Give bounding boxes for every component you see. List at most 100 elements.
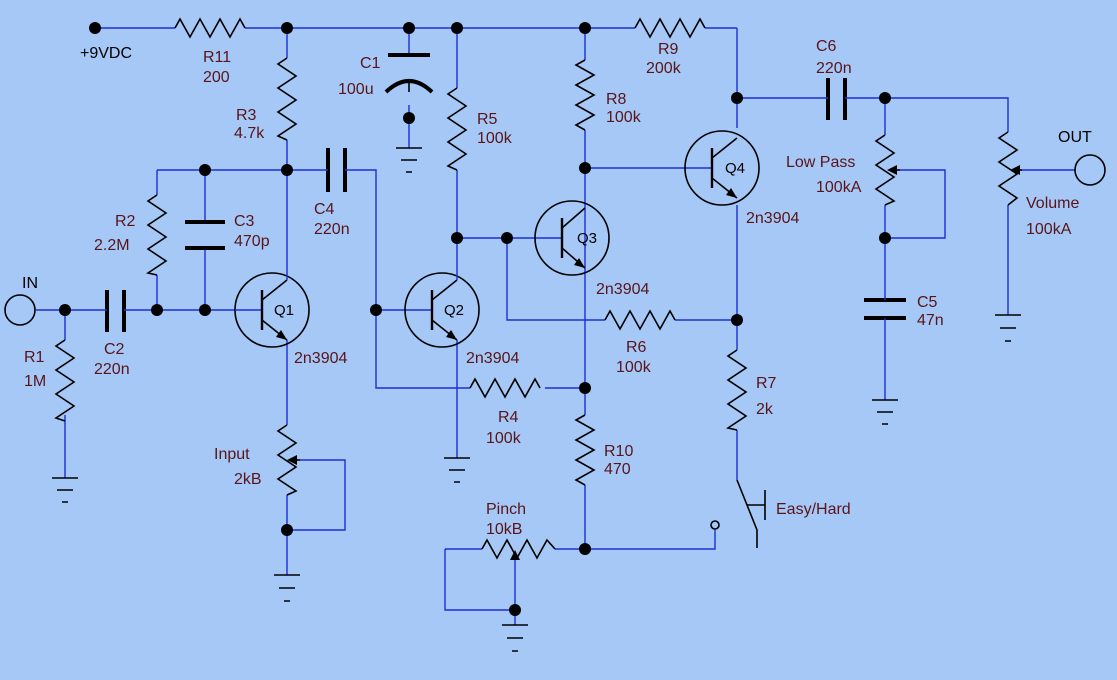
r8-ref: R8 bbox=[606, 91, 627, 108]
input-jack-icon bbox=[4, 294, 36, 326]
q4-value: 2n3904 bbox=[746, 210, 799, 227]
q1-value: 2n3904 bbox=[294, 350, 347, 367]
ground-icon bbox=[872, 399, 898, 425]
c3-ref: C3 bbox=[234, 213, 255, 230]
c2-ref: C2 bbox=[104, 341, 125, 358]
capacitors bbox=[100, 53, 906, 332]
r1-symbol bbox=[54, 339, 76, 422]
c6-value: 220n bbox=[816, 60, 852, 77]
c5-ref: C5 bbox=[917, 294, 938, 311]
r7-symbol bbox=[725, 349, 748, 431]
c4-value: 220n bbox=[314, 221, 350, 238]
c3-symbol bbox=[185, 220, 225, 250]
r3-symbol bbox=[276, 57, 298, 141]
r8-value: 100k bbox=[606, 109, 642, 126]
r11-symbol bbox=[174, 17, 246, 39]
r7-value: 2k bbox=[756, 401, 774, 418]
q4-ref: Q4 bbox=[725, 160, 745, 177]
q3-symbol bbox=[534, 200, 610, 276]
c1-ref: C1 bbox=[360, 55, 381, 72]
pot-pinch-symbol bbox=[481, 538, 556, 560]
c4-ref: C4 bbox=[314, 201, 335, 218]
pot-pinch-value: 10kB bbox=[486, 521, 522, 538]
wires bbox=[36, 27, 1075, 625]
ground-icon bbox=[274, 574, 300, 602]
transistors bbox=[234, 130, 760, 348]
r2-symbol bbox=[145, 194, 168, 276]
ground-icon bbox=[995, 314, 1021, 342]
r1-ref: R1 bbox=[24, 349, 45, 366]
supply-label: +9VDC bbox=[80, 45, 132, 62]
grounds bbox=[52, 147, 1021, 652]
pot-lowpass-symbol bbox=[874, 134, 900, 206]
r9-symbol bbox=[634, 17, 706, 39]
q4-symbol bbox=[684, 130, 760, 206]
r9-value: 200k bbox=[646, 60, 682, 77]
pot-volume-symbol bbox=[997, 131, 1022, 206]
r6-value: 100k bbox=[616, 359, 652, 376]
easy-hard-switch-symbol bbox=[710, 479, 766, 548]
c6-ref: C6 bbox=[816, 38, 837, 55]
r9-ref: R9 bbox=[658, 41, 679, 58]
r4-value: 100k bbox=[486, 430, 522, 447]
r2-ref: R2 bbox=[115, 213, 136, 230]
output-jack-icon bbox=[1074, 154, 1106, 186]
pot-input-value: 2kB bbox=[234, 471, 262, 488]
potentiometers bbox=[276, 131, 1022, 560]
r2-value: 2.2M bbox=[94, 237, 130, 254]
pot-pinch-ref: Pinch bbox=[486, 501, 526, 518]
pot-input-symbol bbox=[276, 424, 300, 496]
c1-value: 100u bbox=[338, 81, 374, 98]
c3-value: 470p bbox=[234, 233, 270, 250]
c5-symbol bbox=[864, 292, 906, 322]
pot-lowpass-ref: Low Pass bbox=[786, 154, 855, 171]
q3-ref: Q3 bbox=[577, 230, 597, 247]
r5-symbol bbox=[446, 87, 468, 171]
r11-ref: R11 bbox=[203, 49, 231, 66]
q2-symbol bbox=[404, 238, 480, 348]
pot-lowpass-value: 100kA bbox=[816, 179, 862, 196]
r8-symbol bbox=[574, 59, 596, 131]
r6-symbol bbox=[604, 309, 676, 331]
pot-volume-value: 100kA bbox=[1026, 221, 1072, 238]
r1-value: 1M bbox=[24, 373, 46, 390]
q2-ref: Q2 bbox=[444, 302, 464, 319]
junctions bbox=[59, 22, 891, 616]
resistors bbox=[54, 17, 748, 486]
q1-ref: Q1 bbox=[274, 302, 294, 319]
r5-ref: R5 bbox=[477, 111, 498, 128]
pot-input-ref: Input bbox=[214, 446, 250, 463]
r10-symbol bbox=[574, 414, 596, 486]
r5-value: 100k bbox=[477, 130, 513, 147]
r7-ref: R7 bbox=[756, 375, 777, 392]
r4-ref: R4 bbox=[498, 409, 519, 426]
q1-symbol bbox=[234, 170, 310, 348]
c1-symbol bbox=[384, 53, 434, 94]
q3-value: 2n3904 bbox=[596, 281, 649, 298]
r10-value: 470 bbox=[604, 461, 631, 478]
ground-icon bbox=[502, 624, 528, 652]
q2-value: 2n3904 bbox=[466, 350, 519, 367]
ground-icon bbox=[52, 477, 78, 503]
r4-symbol bbox=[469, 377, 541, 399]
labels: +9VDC IN OUT Easy/Hard R11 200 R3 4.7k C… bbox=[22, 38, 1092, 538]
c2-symbol bbox=[100, 290, 130, 332]
r3-value: 4.7k bbox=[234, 125, 265, 142]
r6-ref: R6 bbox=[626, 339, 647, 356]
r10-ref: R10 bbox=[604, 443, 633, 460]
r3-ref: R3 bbox=[236, 107, 257, 124]
pot-volume-ref: Volume bbox=[1026, 195, 1079, 212]
c2-value: 220n bbox=[94, 361, 130, 378]
ground-icon bbox=[396, 147, 422, 173]
switch-label: Easy/Hard bbox=[776, 501, 851, 518]
c4-symbol bbox=[320, 148, 350, 192]
c6-symbol bbox=[820, 78, 855, 120]
ground-icon bbox=[444, 457, 470, 483]
out-label: OUT bbox=[1058, 129, 1092, 146]
c5-value: 47n bbox=[917, 312, 944, 329]
in-label: IN bbox=[22, 275, 38, 292]
jacks bbox=[4, 154, 1106, 326]
r11-value: 200 bbox=[203, 69, 230, 86]
